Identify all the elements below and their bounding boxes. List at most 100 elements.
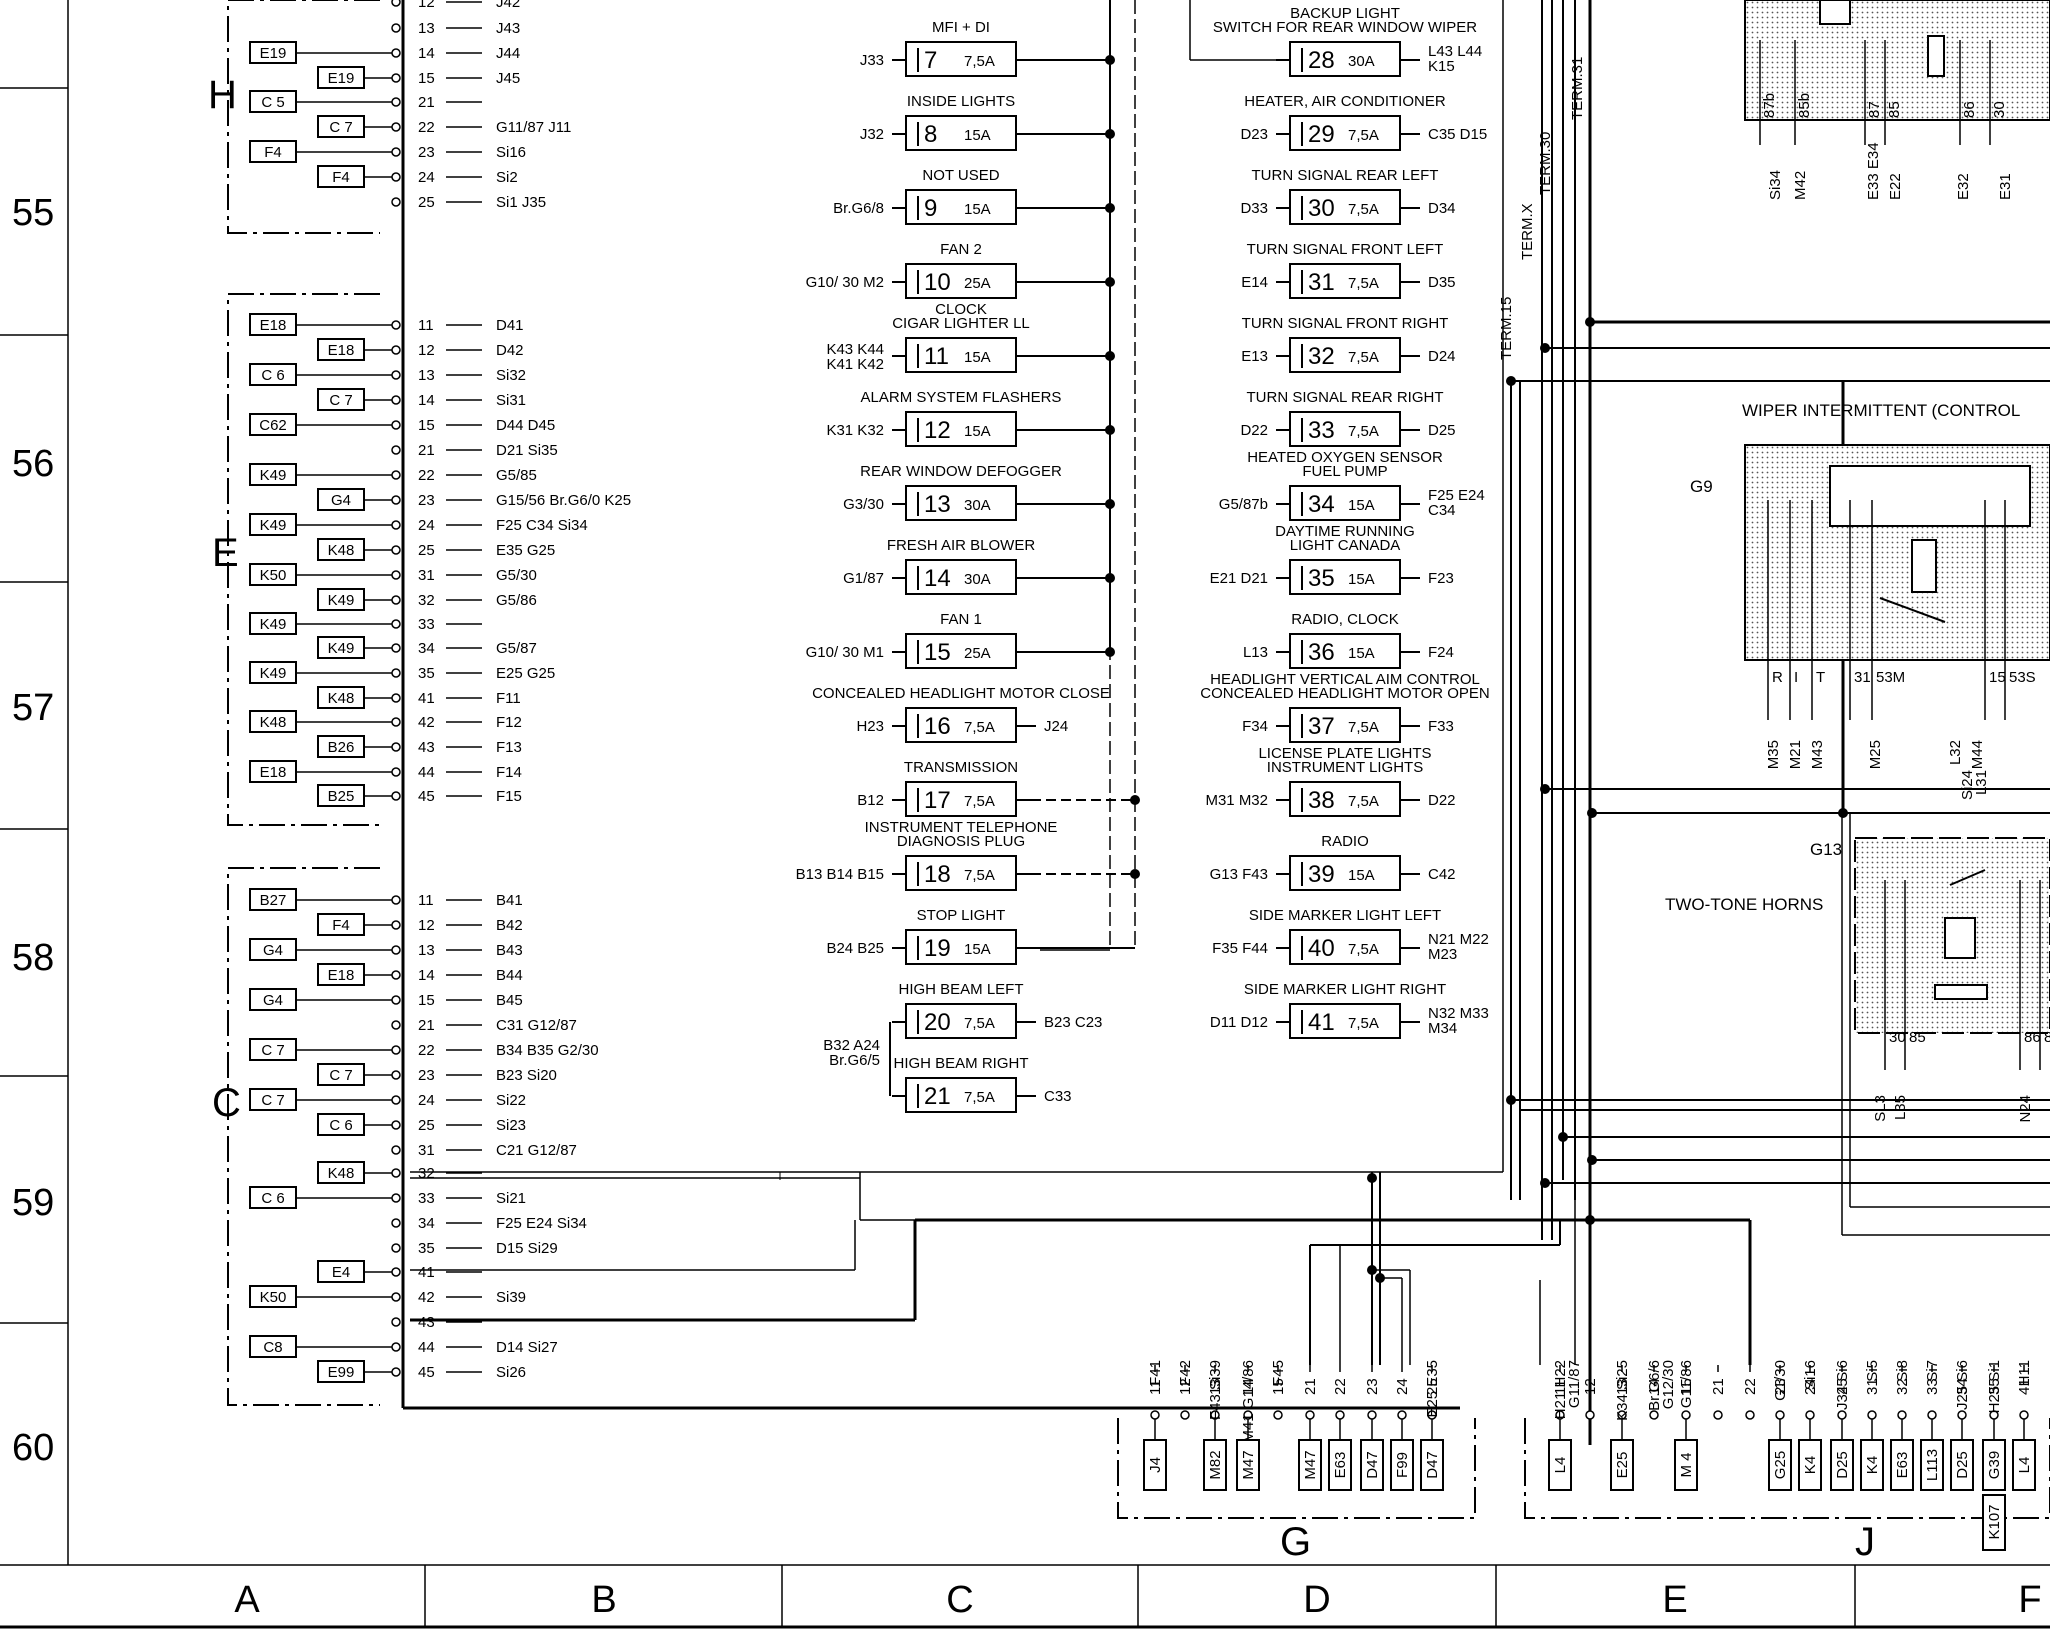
pin-terminal (391, 0, 401, 7)
component-ref-box (1860, 1439, 1884, 1491)
fuse-left-signal: F35 F44 (1212, 940, 1268, 957)
fuse-number: 28 (1308, 47, 1335, 74)
fuse-number: 8 (924, 121, 937, 148)
module-signal: M25 (1867, 740, 1884, 769)
fuse-title: LIGHT CANADA (1290, 537, 1401, 554)
pin-signal: D15 Si29 (496, 1240, 558, 1257)
pin-signal: G5/86 (496, 592, 537, 609)
fuse-number: 34 (1308, 491, 1335, 518)
pin-signal: G5/85 (496, 467, 537, 484)
fuse-title: FAN 1 (940, 611, 982, 628)
component-ref: G25 (1772, 1451, 1789, 1479)
pin-terminal (391, 420, 401, 430)
pin-signal: F15 (496, 788, 522, 805)
pin-signal: Si39 (496, 1289, 526, 1306)
component-ref: K48 (328, 1165, 355, 1182)
connector-frame (227, 867, 380, 1406)
fuse-box (1289, 189, 1401, 225)
fuse-right-signal: F33 (1428, 718, 1454, 735)
fuse-box (1289, 41, 1401, 77)
pin-number: 21 (1302, 1378, 1319, 1395)
pin-number: 43 (418, 1314, 435, 1331)
fuse-title: CONCEALED HEADLIGHT MOTOR OPEN (1200, 685, 1490, 702)
fuse-rating: 25A (964, 645, 991, 662)
pin-terminal (1273, 1410, 1283, 1420)
component-ref: C 6 (329, 1117, 352, 1134)
module-signal: M21 (1787, 740, 1804, 769)
fuse-rating: 7,5A (1348, 423, 1379, 440)
column-label: A (234, 1579, 260, 1621)
component-ref-box (1830, 1439, 1854, 1491)
pin-terminal (391, 320, 401, 330)
pin-terminal (1180, 1410, 1190, 1420)
component-ref: F4 (264, 144, 282, 161)
fuse-title-secondary: HEATED OXYGEN SENSOR (1247, 449, 1443, 466)
pin-signal: C31 G12/87 (496, 1017, 577, 1034)
relay-signal: M42 (1792, 171, 1809, 200)
pin-signal: Si5 (1864, 1360, 1881, 1382)
component-ref: D47 (1424, 1451, 1441, 1479)
pin-terminal (391, 767, 401, 777)
pin-number: 35 (418, 665, 435, 682)
fuse-title: TURN SIGNAL FRONT RIGHT (1242, 315, 1449, 332)
pin-signal: D14 Si27 (496, 1339, 558, 1356)
pin-signal: M41 G14/86 (1240, 1360, 1257, 1443)
pin-number: 44 (418, 1339, 435, 1356)
pin-signal: Br.G6/6G12/30 (1646, 1360, 1677, 1411)
component-ref: K49 (328, 640, 355, 657)
fuse-rating: 7,5A (1348, 719, 1379, 736)
fuse-number: 37 (1308, 713, 1335, 740)
column-label: B (591, 1579, 616, 1621)
pin-terminal (1927, 1410, 1937, 1420)
pin-number: 24 (1802, 1378, 1819, 1395)
row-label: 55 (12, 192, 54, 234)
pin-signal: Si21 (496, 1190, 526, 1207)
fuse-rating: 7,5A (964, 867, 995, 884)
pin-terminal (391, 668, 401, 678)
component-ref-box (1982, 1494, 2006, 1551)
pin-number: 41 (418, 1264, 435, 1281)
fuse-right-signal: D24 (1428, 348, 1456, 365)
pin-terminal (1585, 1410, 1595, 1420)
pin-number: 14 (418, 967, 435, 984)
pin-terminal (1681, 1410, 1691, 1420)
pin-terminal (391, 48, 401, 58)
relay-pin: 87 (1866, 101, 1883, 118)
fuse-box (1289, 559, 1401, 595)
fuse-left-signal: D11 D12 (1210, 1014, 1268, 1031)
fuse-number: 39 (1308, 861, 1335, 888)
pin-terminal (1305, 1410, 1315, 1420)
pin-signal: H25 Si1 (1986, 1360, 2003, 1413)
module-resistor (1934, 984, 1988, 1000)
pin-number: 42 (418, 714, 435, 731)
module-pin: R (1772, 669, 1783, 686)
junction-dots (1367, 317, 1848, 1283)
pin-number: 15 (418, 70, 435, 87)
module-signal: M35 (1765, 740, 1782, 769)
component-ref: M47 (1302, 1450, 1319, 1479)
relay-housing (1744, 0, 2050, 121)
column-label: D (1303, 1579, 1330, 1621)
component-ref: M47 (1240, 1450, 1257, 1479)
pin-terminal (391, 545, 401, 555)
fuse-box (1289, 855, 1401, 891)
fuse-title: MFI + DI (932, 19, 990, 36)
horns-title: TWO-TONE HORNS (1665, 895, 1823, 914)
module-pin: 85 (1909, 1029, 1926, 1046)
pin-signal: Si7 (1924, 1360, 1941, 1382)
fuse-title: TURN SIGNAL REAR RIGHT (1247, 389, 1444, 406)
component-ref: K49 (260, 616, 287, 633)
component-ref-box (1328, 1439, 1352, 1491)
pin-signal: F43 Si39 (1207, 1360, 1224, 1420)
fuse-left-signal: Br.G6/8 (833, 200, 884, 217)
fuse-number: 31 (1308, 269, 1335, 296)
component-ref: K49 (328, 592, 355, 609)
component-ref: K49 (260, 665, 287, 682)
g13-label: G13 (1810, 840, 1842, 859)
component-ref: E25 (1614, 1452, 1631, 1479)
fuse-box (905, 411, 1017, 447)
